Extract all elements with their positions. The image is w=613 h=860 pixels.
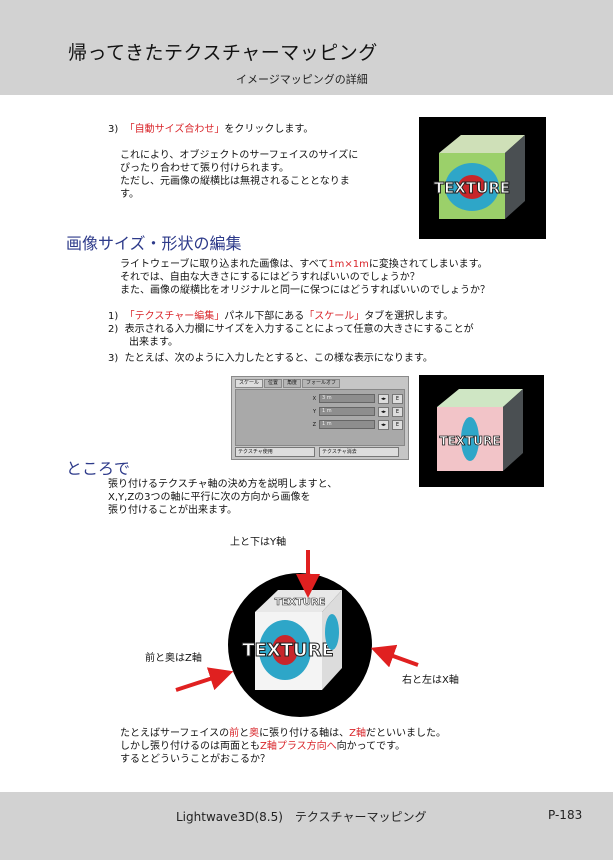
closing-text: しかし張り付けるのは両面とも <box>120 741 260 752</box>
section-heading-image-size: 画像サイズ・形状の編集 <box>66 234 242 253</box>
envelope-button[interactable]: E <box>392 393 403 404</box>
use-texture-button[interactable]: テクスチャ使用 <box>235 447 315 457</box>
scale-x-field[interactable]: 3 m <box>319 394 375 403</box>
panel-buttons: テクスチャ使用 テクスチャ消去 <box>235 447 399 457</box>
para-line: ぴったり合わせて張り付けられます。 <box>120 163 289 174</box>
closing-text: だといいました。 <box>365 728 446 739</box>
para-line: ただし、元画像の縦横比は無視されることとなりま <box>120 176 350 187</box>
scale-y-field[interactable]: 1 m <box>319 407 375 416</box>
remove-texture-button[interactable]: テクスチャ消去 <box>319 447 399 457</box>
auto-size-highlight: 「自動サイズ合わせ」 <box>124 124 225 135</box>
closing-line-2: しかし張り付けるのは両面ともZ軸プラス方向へ向かってです。 <box>120 740 405 753</box>
tab-scale[interactable]: スケール <box>235 379 264 388</box>
axis-label: X <box>312 395 316 402</box>
closing-text: と <box>239 728 250 739</box>
cube-render-autofit: TEXTURE <box>419 117 546 239</box>
page-title: 帰ってきたテクスチャーマッピング <box>68 42 378 64</box>
arrow-button[interactable]: ◂▸ <box>378 406 389 417</box>
page-footer: Lightwave3D(8.5) テクスチャーマッピング P-183 <box>0 792 613 860</box>
axis-label: Y <box>312 408 316 415</box>
arrow-button[interactable]: ◂▸ <box>378 393 389 404</box>
step-text: タブを選択します。 <box>364 311 454 322</box>
axis-label: Z <box>312 421 316 428</box>
closing-line-3: するとどういうことがおこるか？ <box>120 754 270 765</box>
page-header: 帰ってきたテクスチャーマッピング イメージマッピングの詳細 <box>0 0 613 95</box>
step-number: 3) <box>108 124 119 135</box>
back-highlight: 奥 <box>249 728 260 739</box>
texture-logo-text: TEXTURE <box>439 434 500 448</box>
closing-text: に張り付ける軸は、 <box>259 728 350 739</box>
tab-position[interactable]: 位置 <box>264 379 283 388</box>
scale-row-y: Y 1 m ◂▸ E <box>306 406 403 417</box>
scale-row-z: Z 1 m ◂▸ E <box>306 419 403 430</box>
intro-text: ライトウェーブに取り込まれた画像は、すべて <box>120 259 329 270</box>
intro-line: それでは、自由な大きさにするにはどうすればいいのでしょうか？ <box>120 272 420 283</box>
texture-edit-highlight: 「テクスチャー編集」 <box>124 311 225 322</box>
tab-rotation[interactable]: 角度 <box>283 379 302 388</box>
closing-text: たとえばサーフェイスの <box>120 728 230 739</box>
para-line: X,Y,Zの3つの軸に平行に次の方向から画像を <box>108 492 311 503</box>
label-x-axis: 右と左はX軸 <box>402 675 459 686</box>
step2-line: 2) 表示される入力欄にサイズを入力することによって任意の大きさにすることが <box>108 323 474 336</box>
envelope-button[interactable]: E <box>392 419 403 430</box>
scale-z-field[interactable]: 1 m <box>319 420 375 429</box>
label-y-axis: 上と下はY軸 <box>230 537 287 548</box>
footer-text: Lightwave3D(8.5) テクスチャーマッピング <box>176 810 427 824</box>
texture-logo-text: TEXTURE <box>242 640 334 661</box>
closing-text: 向かってです。 <box>336 741 406 752</box>
panel-body: X 3 m ◂▸ E Y 1 m ◂▸ E Z 1 m ◂▸ E <box>235 389 405 446</box>
para-line: 張り付けることが出来ます。 <box>108 505 237 516</box>
step2-line-cont: 出来ます。 <box>129 337 178 348</box>
step3-line: 3) 「自動サイズ合わせ」をクリックします。 <box>108 123 313 136</box>
texture-logo-text: TEXTURE <box>434 179 510 197</box>
tab-falloff[interactable]: フォールオフ <box>302 379 341 388</box>
page-number: P-183 <box>548 808 583 822</box>
arrow-button[interactable]: ◂▸ <box>378 419 389 430</box>
section-heading-by-the-way: ところで <box>66 459 131 478</box>
z-plus-highlight: Z軸プラス方向へ <box>260 741 337 752</box>
texture-logo-text-top: TEXTURE <box>275 597 326 608</box>
arrow-x-axis <box>370 644 419 668</box>
cube-render-scaled: TEXTURE <box>419 375 544 487</box>
intro-line: ライトウェーブに取り込まれた画像は、すべて1m×1mに変換されてしまいます。 <box>120 258 488 271</box>
step3b-line: 3) たとえば、次のように入力したとすると、この様な表示になります。 <box>108 352 433 365</box>
step-text: 表示される入力欄にサイズを入力することによって任意の大きさにすることが <box>124 324 474 335</box>
label-z-axis: 前と奥はZ軸 <box>145 653 202 664</box>
intro-line: また、画像の縦横比をオリジナルと同一に保つにはどうすればいいのでしょうか？ <box>120 285 490 296</box>
scale-row-x: X 3 m ◂▸ E <box>306 393 403 404</box>
cube-top-face <box>255 590 342 612</box>
step1-line: 1) 「テクスチャー編集」パネル下部にある「スケール」タブを選択します。 <box>108 310 453 323</box>
step-text: をクリックします。 <box>224 124 314 135</box>
page-subtitle: イメージマッピングの詳細 <box>236 73 368 86</box>
z-axis-highlight: Z軸 <box>349 728 366 739</box>
scale-settings-panel: スケール 位置 角度 フォールオフ X 3 m ◂▸ E Y 1 m ◂▸ E … <box>231 376 409 460</box>
step-text: たとえば、次のように入力したとすると、この様な表示になります。 <box>124 353 433 364</box>
scale-highlight: 「スケール」 <box>304 311 365 322</box>
para-line: す。 <box>120 189 139 200</box>
front-highlight: 前 <box>229 728 240 739</box>
intro-text: に変換されてしまいます。 <box>368 259 488 270</box>
axis-diagram: TEXTURE TEXTURE <box>175 550 419 717</box>
para-line: 張り付けるテクスチャ軸の決め方を説明しますと、 <box>108 479 338 490</box>
arrow-z-axis <box>175 667 234 692</box>
size-highlight: 1m×1m <box>328 259 369 270</box>
closing-line-1: たとえばサーフェイスの前と奥に張り付ける軸は、Z軸だといいました。 <box>120 727 446 740</box>
step-number: 2) <box>108 324 119 335</box>
panel-tabs: スケール 位置 角度 フォールオフ <box>235 379 341 388</box>
envelope-button[interactable]: E <box>392 406 403 417</box>
para-line: これにより、オブジェクトのサーフェイスのサイズに <box>120 150 359 161</box>
step-number: 3) <box>108 353 119 364</box>
step-text: パネル下部にある <box>224 311 305 322</box>
step-number: 1) <box>108 311 119 322</box>
